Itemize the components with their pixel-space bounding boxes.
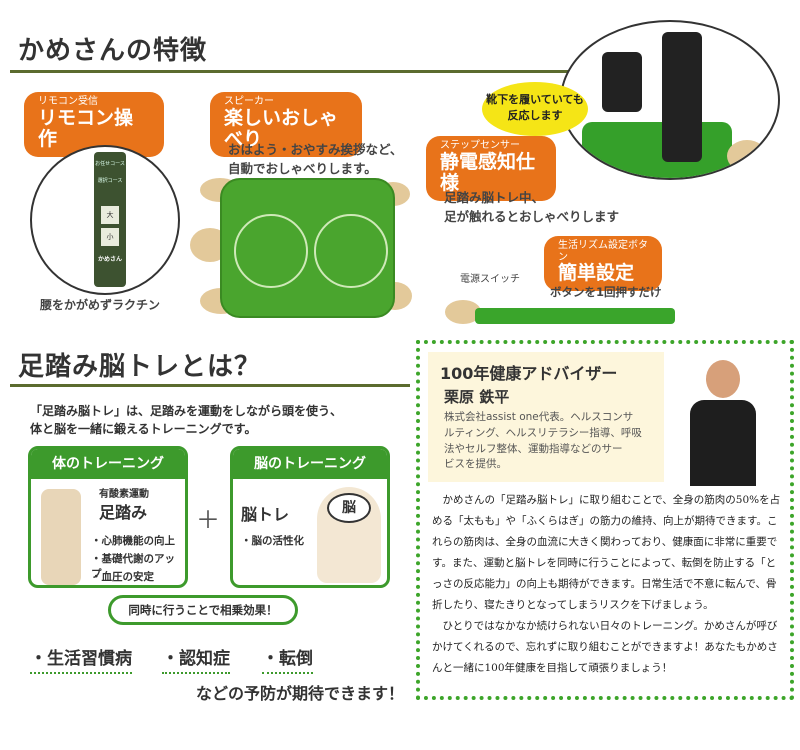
speaker-label-big: 楽しいおしゃべり — [224, 106, 339, 151]
intro-line-1: 「足踏み脳トレ」は、足踏みを運動をしながら頭を使う、 — [30, 404, 343, 418]
sensor-text: 足踏み脳トレ中、 足が触れるとおしゃべりします — [444, 188, 619, 227]
body-training-bullet-1: ・心肺機能の向上 — [91, 535, 175, 547]
advisor-bio: 株式会社assist one代表。ヘルスコンサ ルティング、ヘルスリテラシー指導… — [444, 410, 642, 473]
turtle-product-image — [190, 178, 420, 318]
section2-title: 足踏み脳トレとは？ — [18, 352, 262, 382]
button-caption: ボタンを1回押すだけ — [550, 285, 662, 299]
sensor-text-line-2: 足が触れるとおしゃべりします — [444, 209, 620, 225]
socks-line-1: 靴下を履いていても — [486, 93, 584, 106]
sensor-text-line-1: 足踏み脳トレ中、 — [444, 190, 545, 205]
disease-dementia: ・認知症 — [162, 644, 230, 674]
turtle-side-view — [445, 300, 675, 326]
brain-training-header: 脳のトレーニング — [233, 449, 387, 479]
body-training-bullet-3: ・血圧の安定 — [91, 571, 154, 583]
shoe-left — [602, 52, 642, 112]
body-training-header: 体のトレーニング — [31, 449, 185, 479]
advisor-frame — [416, 340, 794, 700]
foot-pad-right — [314, 214, 388, 288]
advisor-role: 100年健康アドバイザー — [440, 364, 618, 383]
body-training-main: 足踏み — [99, 503, 148, 522]
advisor-bio-line-1: 株式会社assist one代表。ヘルスコンサ — [444, 411, 634, 423]
intro-line-2: 体と脳を一緒に鍛えるトレーニングです。 — [30, 422, 257, 436]
remote-key-small: 小 — [101, 228, 119, 246]
remote-label-big: リモコン操作 — [38, 106, 134, 151]
turtle-shell — [220, 178, 395, 318]
advisor-head — [706, 360, 740, 398]
brain-bubble: 脳 — [327, 493, 371, 523]
remote-caption: 腰をかがめずラクチン — [40, 298, 161, 312]
disease-fall: ・転倒 — [262, 644, 313, 674]
article-paragraph-2: ひとりではなかなか続けられない日々のトレーニング。かめさんが呼びかけてくれるので… — [432, 620, 778, 674]
remote-line-1: お任せコース — [95, 161, 125, 167]
mat — [582, 122, 732, 178]
shoe-right — [662, 32, 702, 162]
leg-illustration — [41, 489, 81, 585]
feet-photo — [560, 20, 780, 180]
socks-line-2: 反応します — [507, 108, 563, 122]
foot-pad-left — [234, 214, 308, 288]
brain-training-main: 脳トレ — [241, 505, 290, 524]
prevention-text: などの予防が期待できます！ — [196, 684, 405, 703]
remote-image: お任せコース 選択コース 大 小 かめさん — [30, 145, 180, 295]
remote-label-small: リモコン受信 — [38, 96, 98, 107]
section2-rule — [10, 384, 410, 387]
sensor-label-small: ステップセンサー — [440, 140, 520, 151]
brain-training-box: 脳のトレーニング 脳トレ ・脳の活性化 脳 — [230, 446, 390, 588]
power-switch-caption: 電源スイッチ — [460, 274, 520, 285]
socks-badge: 靴下を履いていても 反応します — [482, 82, 588, 136]
advisor-shirt — [690, 400, 756, 486]
article-text: かめさんの「足踏み脳トレ」に取り組むことで、全身の筋肉の50%を占める「太もも」… — [432, 490, 784, 679]
speaker-label: スピーカー 楽しいおしゃべり — [210, 92, 362, 158]
section1-rule — [10, 70, 570, 73]
remote-key-large: 大 — [101, 206, 119, 224]
body-training-box: 体のトレーニング 有酸素運動 足踏み ・心肺機能の向上 ・基礎代謝のアップ ・血… — [28, 446, 188, 588]
easy-label-small: 生活リズム設定ボタン — [558, 240, 648, 263]
advisor-bio-line-2: ルティング、ヘルスリテラシー指導、呼吸 — [444, 426, 642, 439]
advisor-bio-line-4: ビスを提供。 — [444, 458, 507, 471]
side-shell — [475, 308, 675, 324]
sensor-label-big: 静電感知仕様 — [440, 150, 536, 195]
article-paragraph-1: かめさんの「足踏み脳トレ」に取り組むことで、全身の筋肉の50%を占める「太もも」… — [432, 494, 781, 611]
brain-training-bullet: ・脳の活性化 — [241, 535, 304, 547]
advisor-name: 栗原 鉄平 — [444, 388, 510, 406]
synergy-pill: 同時に行うことで相乗効果！ — [108, 595, 298, 625]
easy-label: 生活リズム設定ボタン 簡単設定 — [544, 236, 662, 291]
remote-panel: お任せコース 選択コース 大 小 かめさん — [94, 152, 126, 287]
easy-label-big: 簡単設定 — [558, 262, 635, 284]
advisor-photo — [668, 352, 780, 486]
section2-intro: 「足踏み脳トレ」は、足踏みを運動をしながら頭を使う、 体と脳を一緒に鍛えるトレー… — [30, 402, 342, 438]
sensor-label: ステップセンサー 静電感知仕様 — [426, 136, 556, 202]
body-training-bullet-2: ・基礎代謝のアップ — [91, 553, 175, 580]
remote-line-2: 選択コース — [97, 178, 123, 184]
section1-title: かめさんの特徴 — [18, 36, 208, 66]
disease-lifestyle: ・生活習慣病 — [30, 644, 132, 674]
head-silhouette: 脳 — [317, 487, 381, 583]
plus-sign: ＋ — [196, 506, 220, 534]
body-training-sub: 有酸素運動 — [99, 489, 149, 500]
advisor-bio-line-3: 法やセルフ整体、運動指導などのサー — [444, 442, 623, 455]
speaker-text: おはよう・おやすみ挨拶など、自動でおしゃべりします。 — [228, 142, 403, 177]
speaker-label-small: スピーカー — [224, 96, 274, 107]
advisor-box — [428, 352, 664, 482]
remote-brand: かめさん — [97, 256, 122, 263]
turtle-head-photo — [727, 140, 767, 172]
